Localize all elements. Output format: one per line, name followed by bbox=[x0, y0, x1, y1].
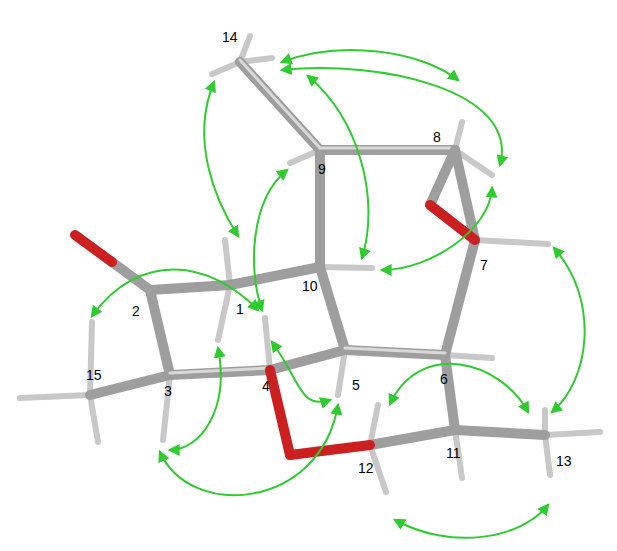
atom-number: 13 bbox=[556, 454, 572, 468]
atom-number: 8 bbox=[433, 130, 441, 144]
atom-number: 12 bbox=[358, 461, 374, 475]
atom-number: 3 bbox=[164, 384, 172, 398]
atom-number: 6 bbox=[440, 372, 448, 386]
atom-number: 4 bbox=[262, 379, 270, 393]
atom-number: 14 bbox=[222, 30, 238, 44]
atom-number: 15 bbox=[86, 368, 102, 382]
atom-number: 9 bbox=[318, 162, 326, 176]
atom-number: 10 bbox=[302, 279, 318, 293]
atom-number: 7 bbox=[480, 258, 488, 272]
atom-number: 11 bbox=[446, 446, 461, 460]
atom-number: 2 bbox=[132, 304, 140, 318]
atom-number: 5 bbox=[352, 378, 360, 392]
atom-number: 1 bbox=[236, 302, 244, 316]
